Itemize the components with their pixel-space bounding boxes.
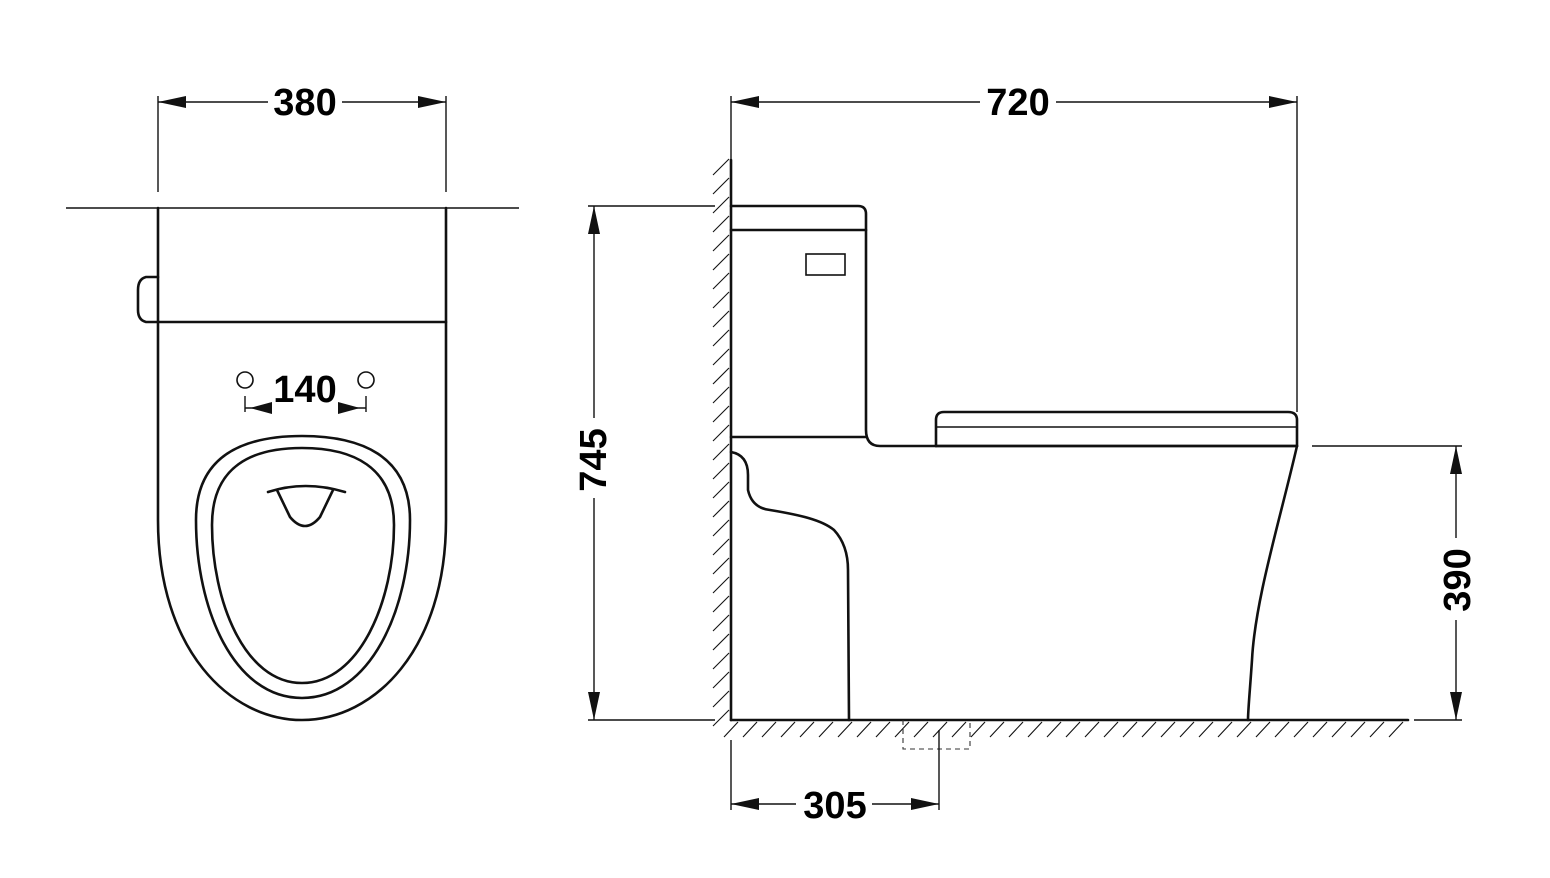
dimension-overall-length-label: 720 (986, 82, 1049, 124)
floor-hatch-line (989, 721, 1005, 738)
top-view-seat-outline (194, 434, 412, 700)
top-view-flush-button (136, 275, 160, 324)
wall-hatch-line (712, 177, 730, 195)
floor-hatch-line (1141, 721, 1157, 738)
wall-hatch-line (712, 519, 730, 537)
floor-hatch-line (856, 721, 872, 738)
wall-hatch-line (712, 576, 730, 594)
floor-hatch-line (1179, 721, 1195, 738)
wall-hatch-line (712, 272, 730, 290)
wall-hatch-line (712, 443, 730, 461)
top-view-bolt-hole-left (236, 371, 254, 389)
dimension-top-width: 380 (157, 82, 447, 192)
wall-hatch-line (712, 291, 730, 309)
floor-hatch-line (818, 721, 834, 738)
top-view-outlet (266, 484, 347, 528)
floor-hatch-line (742, 721, 758, 738)
floor-hatch-line (780, 721, 796, 738)
wall-hatch-line (712, 557, 730, 575)
wall-hatch-line (712, 481, 730, 499)
top-view-tank-outline (156, 206, 448, 324)
wall-hatch-line (712, 234, 730, 252)
top-view-bolt-hole-right (357, 371, 375, 389)
wall-hatch-line (712, 310, 730, 328)
dimension-rough-in-label: 305 (803, 785, 866, 827)
wall-hatch-line (712, 652, 730, 670)
top-view-seat-inner (210, 446, 396, 685)
wall-hatch-line (712, 462, 730, 480)
floor-hatch-line (875, 721, 891, 738)
floor-hatch-line (761, 721, 777, 738)
floor-hatch-line (1388, 721, 1404, 738)
side-view-seat-lid (934, 410, 1299, 448)
side-view-tank-body (864, 228, 938, 448)
floor-hatch-line (1008, 721, 1024, 738)
floor-hatch-line (1274, 721, 1290, 738)
floor-hatch-line (1065, 721, 1081, 738)
dimension-rough-in: 305 (730, 730, 940, 827)
floor-hatch-line (1160, 721, 1176, 738)
side-view-tank-lid (729, 204, 868, 232)
dimension-overall-length: 720 (730, 82, 1298, 412)
wall-hatch-line (712, 633, 730, 651)
floor-hatch-line (970, 721, 986, 738)
side-view-wall-hatch (712, 158, 730, 727)
floor-hatch-line (1122, 721, 1138, 738)
floor-hatch-line (1084, 721, 1100, 738)
side-view-bowl-front (1246, 444, 1299, 722)
floor-hatch-line (1217, 721, 1233, 738)
wall-hatch-line (712, 614, 730, 632)
floor-hatch-line (1369, 721, 1385, 738)
floor-hatch-line (1046, 721, 1062, 738)
dimension-bolt-spacing-label: 140 (273, 369, 336, 411)
dimension-overall-height: 745 (573, 205, 715, 721)
dimension-seat-height-label: 390 (1437, 548, 1479, 611)
floor-hatch-line (1331, 721, 1347, 738)
wall-hatch-line (712, 329, 730, 347)
top-view: 380 140 (66, 82, 519, 722)
side-view-outlet-dashed (902, 720, 971, 750)
floor-hatch-line (1312, 721, 1328, 738)
dimension-overall-height-label: 745 (573, 428, 615, 491)
wall-hatch-line (712, 424, 730, 442)
wall-hatch-line (712, 158, 730, 176)
floor-hatch-line (1293, 721, 1309, 738)
floor-hatch-line (951, 721, 967, 738)
floor-hatch-line (799, 721, 815, 738)
floor-hatch-line (723, 721, 739, 738)
wall-hatch-line (712, 709, 730, 727)
dimension-seat-height: 390 (1312, 445, 1479, 721)
floor-hatch-line (1198, 721, 1214, 738)
wall-hatch-line (712, 690, 730, 708)
floor-hatch-line (1236, 721, 1252, 738)
dimension-bolt-spacing: 140 (244, 369, 367, 414)
floor-hatch-line (1103, 721, 1119, 738)
floor-hatch-line (1350, 721, 1366, 738)
top-view-bowl-outline (156, 320, 448, 722)
side-view-flush-button (805, 253, 846, 276)
wall-hatch-line (712, 386, 730, 404)
floor-hatch-line (932, 721, 948, 738)
floor-hatch-line (894, 721, 910, 738)
wall-hatch-line (712, 500, 730, 518)
wall-hatch-line (712, 405, 730, 423)
floor-hatch-line (1255, 721, 1271, 738)
wall-hatch-line (712, 538, 730, 556)
dimension-top-width-label: 380 (273, 82, 336, 124)
side-view-trapway (729, 450, 851, 722)
side-view: 720 745 390 (573, 82, 1479, 827)
wall-hatch-line (712, 671, 730, 689)
side-view-floor-hatch (723, 721, 1404, 738)
floor-hatch-line (837, 721, 853, 738)
wall-hatch-line (712, 253, 730, 271)
wall-hatch-line (712, 367, 730, 385)
wall-hatch-line (712, 215, 730, 233)
wall-hatch-line (712, 348, 730, 366)
wall-hatch-line (712, 595, 730, 613)
floor-hatch-line (913, 721, 929, 738)
floor-hatch-line (1027, 721, 1043, 738)
wall-hatch-line (712, 196, 730, 214)
